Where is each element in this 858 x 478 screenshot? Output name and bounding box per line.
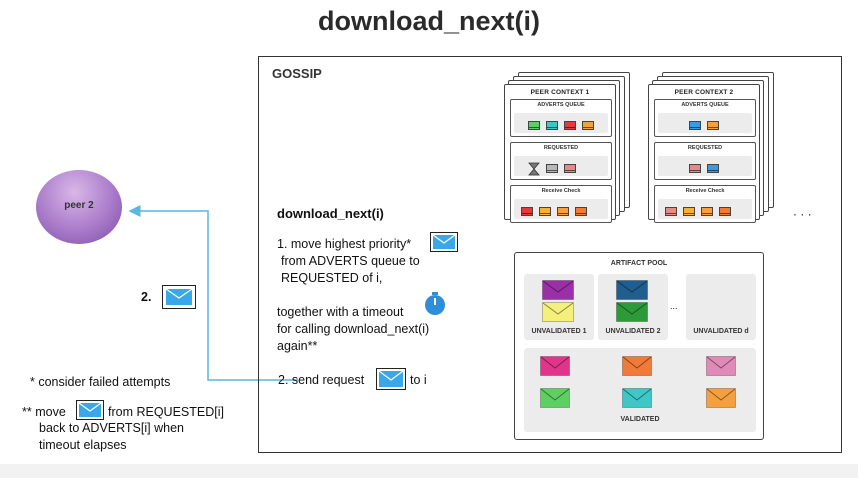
note-envelope-icon — [76, 400, 104, 425]
message-envelope-icon — [707, 164, 719, 173]
artifact-envelope-icon — [622, 356, 652, 381]
unvalidated-ellipsis: ... — [670, 301, 678, 311]
requested-section-title: REQUESTED — [687, 145, 723, 151]
procedure-envelope-icon — [430, 232, 458, 257]
message-envelope-icon — [719, 207, 731, 216]
requested-section-title: REQUESTED — [543, 145, 579, 151]
validated-label: VALIDATED — [620, 416, 660, 423]
message-envelope-icon — [701, 207, 713, 216]
message-envelope-icon — [575, 207, 587, 216]
adverts-queue-section: ADVERTS QUEUE — [510, 99, 612, 137]
unvalidated-1-label: UNVALIDATED 1 — [531, 328, 587, 335]
more-contexts-ellipsis: · · · — [793, 207, 812, 221]
note-timeout-suffix: from REQUESTED[i] — [108, 405, 224, 419]
procedure-line-6: again** — [277, 339, 318, 353]
send-request-envelope-icon — [376, 368, 406, 395]
peer-context-title: PEER CONTEXT 2 — [674, 89, 734, 96]
procedure-line-2: from ADVERTS queue to — [281, 254, 420, 268]
unvalidated-d-box — [686, 274, 756, 340]
message-envelope-icon — [689, 164, 701, 173]
message-envelope-icon — [521, 207, 533, 216]
message-envelope-icon — [582, 121, 594, 130]
request-arrow — [128, 205, 298, 381]
receive-check-section-title: Receive Check — [541, 188, 581, 194]
message-envelope-icon — [707, 121, 719, 130]
requested-section: REQUESTED — [654, 142, 756, 180]
message-envelope-icon — [564, 164, 576, 173]
peer-context-1: PEER CONTEXT 1 ADVERTS QUEUE REQUESTED Rece… — [504, 84, 616, 223]
artifact-envelope-icon — [540, 388, 570, 413]
receive-check-section-title: Receive Check — [685, 188, 725, 194]
peer-context-title: PEER CONTEXT 1 — [530, 89, 590, 96]
artifact-envelope-icon — [540, 356, 570, 381]
procedure-heading: download_next(i) — [277, 206, 384, 221]
unvalidated-2-label: UNVALIDATED 2 — [605, 328, 661, 335]
gossip-label: GOSSIP — [272, 66, 322, 81]
note-timeout-line2: back to ADVERTS[i] when — [39, 421, 184, 435]
adverts-queue-section-title: ADVERTS QUEUE — [537, 102, 585, 108]
send-request-prefix: 2. send request — [278, 373, 365, 387]
peer-2-node — [36, 170, 122, 244]
requested-section-tray — [658, 156, 752, 176]
message-envelope-icon — [546, 121, 558, 130]
note-timeout-prefix: ** move — [22, 405, 66, 419]
message-envelope-icon — [539, 207, 551, 216]
note-timeout-line3: timeout elapses — [39, 438, 127, 452]
requested-section: REQUESTED — [510, 142, 612, 180]
procedure-line-3: REQUESTED of i, — [281, 271, 383, 285]
artifact-pool-title: ARTIFACT POOL — [610, 260, 668, 267]
artifact-envelope-icon — [616, 280, 648, 305]
artifact-envelope-icon — [706, 356, 736, 381]
message-envelope-icon — [689, 121, 701, 130]
send-request-suffix: to i — [410, 373, 427, 387]
message-envelope-icon — [528, 121, 540, 130]
adverts-queue-section-tray — [658, 113, 752, 133]
gossip-box — [258, 56, 842, 453]
page-title: download_next(i) — [318, 6, 540, 36]
peer-2-label: peer 2 — [64, 200, 94, 211]
bottom-band — [0, 464, 858, 478]
message-envelope-icon — [665, 207, 677, 216]
receive-check-section: Receive Check — [654, 185, 756, 223]
unvalidated-d-label: UNVALIDATED d — [693, 328, 749, 335]
procedure-line-4: together with a timeout — [277, 305, 404, 319]
stopwatch-icon — [424, 292, 446, 321]
artifact-envelope-icon — [622, 388, 652, 413]
step-2-label: 2. — [141, 290, 152, 304]
adverts-queue-section-title: ADVERTS QUEUE — [681, 102, 729, 108]
message-envelope-icon — [546, 164, 558, 173]
artifact-envelope-icon — [706, 388, 736, 413]
peer-context-2: PEER CONTEXT 2 ADVERTS QUEUE REQUESTED Rece… — [648, 84, 760, 223]
adverts-queue-section: ADVERTS QUEUE — [654, 99, 756, 137]
hourglass-icon — [528, 162, 540, 181]
message-envelope-icon — [683, 207, 695, 216]
requested-section-tray — [514, 156, 608, 176]
artifact-envelope-icon — [542, 302, 574, 327]
message-envelope-icon — [564, 121, 576, 130]
note-failed-attempts: * consider failed attempts — [30, 375, 171, 389]
step-2-envelope-icon — [162, 285, 196, 314]
artifact-envelope-icon — [542, 280, 574, 305]
procedure-line-5: for calling download_next(i) — [277, 322, 430, 336]
procedure-line-1: 1. move highest priority* — [277, 237, 412, 251]
artifact-envelope-icon — [616, 302, 648, 327]
receive-check-section: Receive Check — [510, 185, 612, 223]
message-envelope-icon — [557, 207, 569, 216]
